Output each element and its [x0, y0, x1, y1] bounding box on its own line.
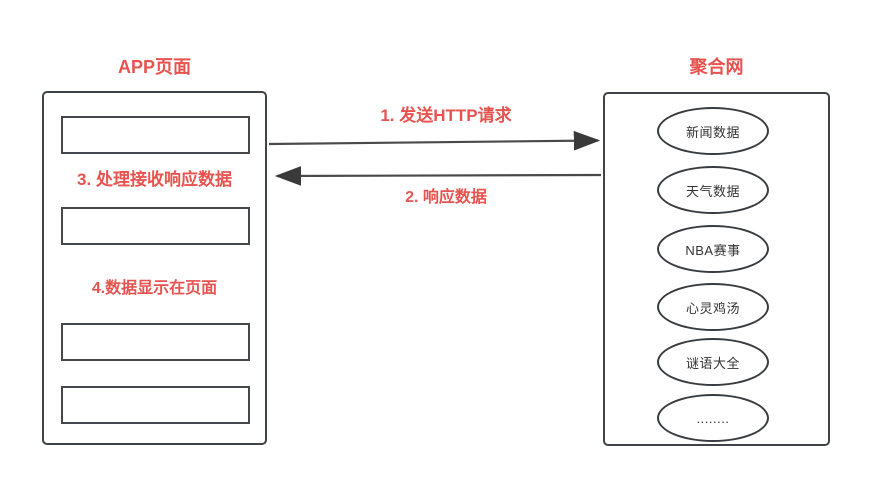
step3-label: 3. 处理接收响应数据 [77, 170, 232, 189]
app-placeholder-rect-3 [61, 323, 250, 361]
data-source-node-weather: 天气数据 [657, 166, 769, 214]
response-arrow-label: 2. 响应数据 [405, 189, 487, 206]
app-placeholder-rect-2 [61, 207, 250, 245]
app-placeholder-rect-4 [61, 386, 250, 424]
data-source-node-riddles: 谜语大全 [657, 338, 769, 386]
response-arrow [274, 166, 602, 186]
request-arrow [268, 130, 601, 151]
node-label: NBA赛事 [685, 242, 741, 258]
app-panel-title: APP页面 [117, 57, 191, 77]
node-label: ........ [696, 410, 730, 426]
node-label: 新闻数据 [685, 124, 740, 140]
aggregator-panel-title: 聚合网 [689, 57, 744, 77]
node-label: 天气数据 [685, 183, 740, 199]
data-source-node-news: 新闻数据 [657, 107, 769, 155]
app-placeholder-rect-1 [61, 116, 250, 154]
aggregator-panel: 新闻数据 天气数据 NBA赛事 心灵鸡汤 谜语大全 ........ [603, 92, 830, 446]
data-source-node-more: ........ [657, 394, 769, 442]
app-panel: 3. 处理接收响应数据 4.数据显示在页面 [42, 91, 267, 445]
node-label: 谜语大全 [685, 355, 740, 371]
request-arrow-label: 1. 发送HTTP请求 [380, 106, 512, 125]
data-source-node-nba: NBA赛事 [657, 225, 769, 273]
node-label: 心灵鸡汤 [685, 300, 740, 316]
data-source-node-soup: 心灵鸡汤 [657, 283, 769, 331]
step4-label: 4.数据显示在页面 [91, 280, 218, 297]
